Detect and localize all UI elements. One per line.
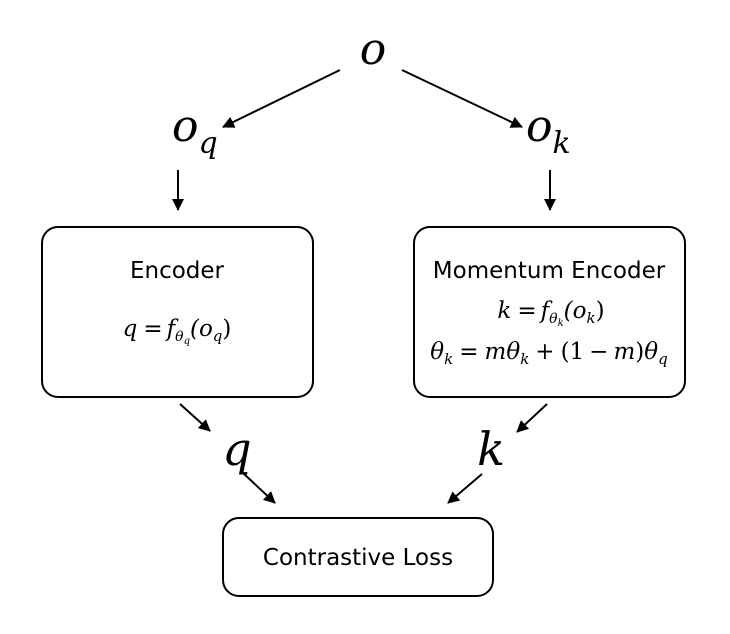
me-eq2-minus: − [589,339,608,365]
encoder-equation: q=fθq(oq) [123,316,232,347]
momentum-encoder-equation-1: k=fθk(ok) [497,298,604,329]
observation-o-label: o [360,24,387,75]
encoder-eq-theta-sub: q [184,336,190,347]
me-eq2-equals: = [459,339,478,365]
arrow-encoder-to-q [179,403,211,432]
encoder-eq-f: f [165,316,179,342]
key-view-label: ok [526,101,571,161]
key-output-label: k [477,422,505,476]
encoder-eq-arg: (o [190,316,213,342]
me-eq1-equals: = [517,298,536,324]
me-eq1-arg-sub: k [586,309,595,327]
key-view-base: o [526,101,553,152]
query-view-sub: q [199,126,218,161]
me-eq2-m: m [485,339,507,365]
me-eq2-plus: + [535,339,554,365]
encoder-title: Encoder [130,258,225,284]
me-eq2-sub3: q [658,350,668,368]
encoder-eq-arg-sub: q [213,327,223,345]
arrow-k-to-loss [447,473,483,504]
me-eq1-close: ) [596,298,605,324]
encoder-eq-close: ) [222,316,231,342]
encoder-eq-equals: = [143,316,162,342]
me-eq2-theta2: θ [506,339,520,365]
key-view-sub: k [553,126,571,161]
encoder-eq-lhs: q [123,316,138,342]
arrow-momentum-encoder-to-k [516,403,548,433]
me-eq1-arg: (o [564,298,587,324]
me-eq2-close: ) [635,339,644,365]
me-eq1-f: f [539,298,553,324]
encoder-box: Encoder q=fθq(oq) [41,226,314,398]
momentum-encoder-box: Momentum Encoder k=fθk(ok) θk=mθk+(1−m)θ… [413,226,686,398]
momentum-encoder-box-border [413,226,686,398]
me-eq1-theta-sub: k [558,318,564,329]
contrastive-loss-label: Contrastive Loss [263,545,453,571]
encoder-box-border [41,226,314,398]
momentum-encoder-title: Momentum Encoder [433,258,666,284]
query-view-base: o [172,101,199,152]
arrow-q-to-loss [242,472,276,504]
me-eq1-theta: θ [549,311,558,327]
me-eq2-theta: θ [430,339,444,365]
me-eq2-theta3: θ [644,339,658,365]
contrastive-loss-box-border [222,517,494,597]
me-eq2-sub2: k [520,350,529,368]
me-eq1-lhs: k [497,298,511,324]
encoder-eq-theta: θ [175,329,184,345]
contrastive-loss-box: Contrastive Loss [222,517,494,597]
me-eq2-m2: m [613,339,635,365]
me-eq2-sub: k [444,350,453,368]
momentum-encoder-equation-2: θk=mθk+(1−m)θq [430,339,667,368]
me-eq2-paren: (1 [561,339,585,365]
arrow-o-to-ok [401,69,523,128]
arrow-o-to-oq [222,69,341,128]
query-view-label: oq [172,101,218,161]
query-output-label: q [222,422,251,476]
